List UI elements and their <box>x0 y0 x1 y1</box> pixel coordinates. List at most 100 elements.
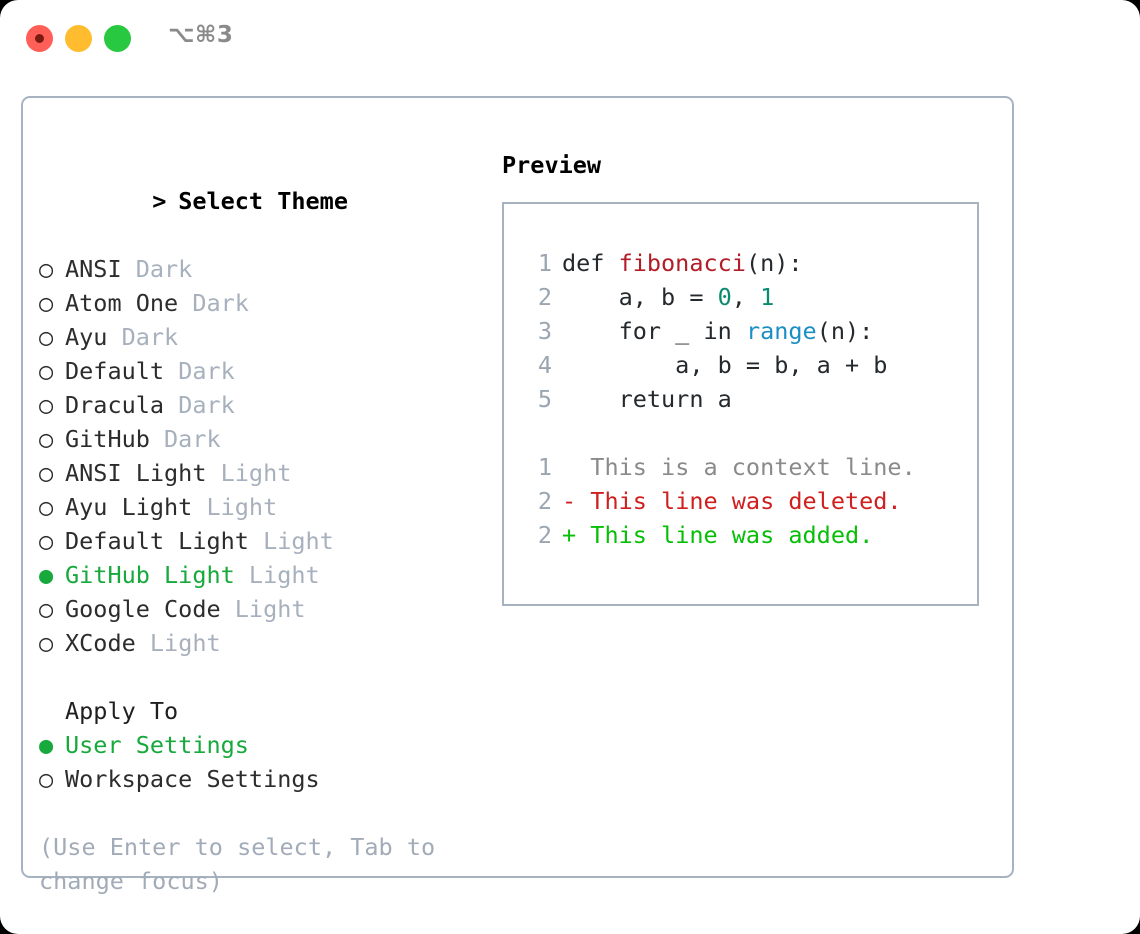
radio-unselected-icon: ○ <box>39 629 54 657</box>
select-theme-header: > Select Theme <box>39 150 469 252</box>
radio-unselected-icon: ○ <box>39 391 54 419</box>
line-number: 5 <box>537 385 552 413</box>
minimize-light-icon[interactable] <box>65 25 92 52</box>
list-spacer <box>39 660 469 694</box>
apply-to-item[interactable]: ○ Workspace Settings <box>39 762 469 796</box>
keyboard-hint: (Use Enter to select, Tab to change focu… <box>39 833 436 895</box>
radio-unselected-icon: ○ <box>39 459 54 487</box>
theme-list-item[interactable]: ○Ayu Dark <box>39 320 469 354</box>
apply-to-label: Apply To <box>65 697 179 725</box>
line-number: 2 <box>537 521 552 549</box>
theme-list-item[interactable]: ○ ANSI Dark <box>39 252 469 286</box>
diff-sign: + <box>562 521 577 549</box>
theme-list-item[interactable]: ○ Atom One Dark <box>39 286 469 320</box>
theme-list-item[interactable]: ○ XCode Light <box>39 626 469 660</box>
code-token: (n): <box>816 317 874 345</box>
radio-unselected-icon: ○ <box>39 527 54 555</box>
code-token: 1 <box>760 283 775 311</box>
apply-to-list: ●User Settings ○ Workspace Settings <box>39 728 469 796</box>
theme-name: Dracula <box>65 391 165 419</box>
radio-unselected-icon: ○ <box>39 289 54 317</box>
radio-selected-icon: ● <box>39 561 54 589</box>
line-number: 1 <box>537 249 552 277</box>
theme-list-item[interactable]: ○ Default Light Light <box>39 524 469 558</box>
theme-variant-badge: Light <box>248 527 334 555</box>
code-diff-gap <box>504 416 977 450</box>
code-token: (n): <box>745 249 803 277</box>
select-theme-label: Select Theme <box>178 187 348 215</box>
radio-selected-icon: ● <box>39 731 54 759</box>
diff-line: 1 This is a context line. <box>504 450 977 484</box>
theme-name: ANSI Light <box>65 459 207 487</box>
theme-variant-badge: Light <box>192 493 278 521</box>
theme-list-item[interactable]: ○Default Dark <box>39 354 469 388</box>
preview-title: Preview <box>502 151 602 179</box>
line-number: 3 <box>537 317 552 345</box>
code-line: 2 a, b = 0, 1 <box>504 280 977 314</box>
radio-unselected-icon: ○ <box>39 255 54 283</box>
code-token: , <box>731 283 761 311</box>
theme-variant-badge: Dark <box>149 425 221 453</box>
code-line: 4 a, b = b, a + b <box>504 348 977 382</box>
close-light-icon[interactable] <box>26 25 53 52</box>
code-line: 1 def fibonacci(n): <box>504 246 977 280</box>
theme-list-item[interactable]: ○GitHub Dark <box>39 422 469 456</box>
radio-unselected-icon: ○ <box>39 595 54 623</box>
radio-unselected-icon: ○ <box>39 765 54 793</box>
code-token: fibonacci <box>618 249 746 277</box>
theme-name: XCode <box>65 629 136 657</box>
theme-list-item[interactable]: ○ Dracula Dark <box>39 388 469 422</box>
shortcut-label: ⌥⌘3 <box>168 22 234 48</box>
line-number: 1 <box>537 453 552 481</box>
radio-unselected-icon: ○ <box>39 425 54 453</box>
theme-variant-badge: Light <box>220 595 306 623</box>
theme-variant-badge: Light <box>234 561 320 589</box>
apply-to-header: Apply To <box>39 694 469 728</box>
theme-list-item[interactable]: ○ Google Code Light <box>39 592 469 626</box>
theme-variant-badge: Dark <box>178 289 249 317</box>
theme-name: Atom One <box>65 289 179 317</box>
diff-line: 2- This line was deleted. <box>504 484 977 518</box>
window-controls <box>26 25 131 52</box>
theme-list-item[interactable]: ● GitHub Light Light <box>39 558 469 592</box>
theme-selector-column: >Select Theme ○ANSI Dark○Atom One Dark○A… <box>39 150 469 898</box>
theme-list-item[interactable]: ○Ayu Light Light <box>39 490 469 524</box>
code-token: a, b = b, a + b <box>562 351 888 379</box>
radio-unselected-icon: ○ <box>39 357 54 385</box>
theme-list-item[interactable]: ○ ANSI Light Light <box>39 456 469 490</box>
theme-name: Google Code <box>65 595 221 623</box>
diff-text: This is a context line. <box>576 453 916 481</box>
theme-name: ANSI <box>65 255 122 283</box>
prompt-caret-icon: > <box>152 187 167 215</box>
diff-sign: - <box>562 487 577 515</box>
maximize-light-icon[interactable] <box>104 25 131 52</box>
theme-variant-badge: Dark <box>164 391 235 419</box>
code-token: 0 <box>717 283 732 311</box>
diff-line: 2+ This line was added. <box>504 518 977 552</box>
code-token: range <box>745 317 817 345</box>
diff-sample: 1 This is a context line.2- This line wa… <box>504 450 977 552</box>
apply-to-name: Workspace Settings <box>65 765 320 793</box>
line-number: 2 <box>537 487 552 515</box>
code-token: return a <box>562 385 732 413</box>
diff-sign <box>562 453 576 481</box>
theme-variant-badge: Dark <box>164 357 235 385</box>
theme-variant-badge: Light <box>206 459 292 487</box>
theme-variant-badge: Dark <box>121 255 193 283</box>
theme-name: Ayu Light <box>65 493 193 521</box>
code-token: def <box>562 249 619 277</box>
title-bar: ⌥⌘3 <box>0 0 1140 76</box>
apply-to-item[interactable]: ●User Settings <box>39 728 469 762</box>
line-number: 2 <box>537 283 552 311</box>
theme-name: Default Light <box>65 527 249 555</box>
radio-unselected-icon: ○ <box>39 323 54 351</box>
code-line: 5 return a <box>504 382 977 416</box>
theme-name: GitHub Light <box>65 561 235 589</box>
diff-text: This line was deleted. <box>576 487 902 515</box>
line-number: 4 <box>537 351 552 379</box>
theme-variant-badge: Light <box>135 629 221 657</box>
